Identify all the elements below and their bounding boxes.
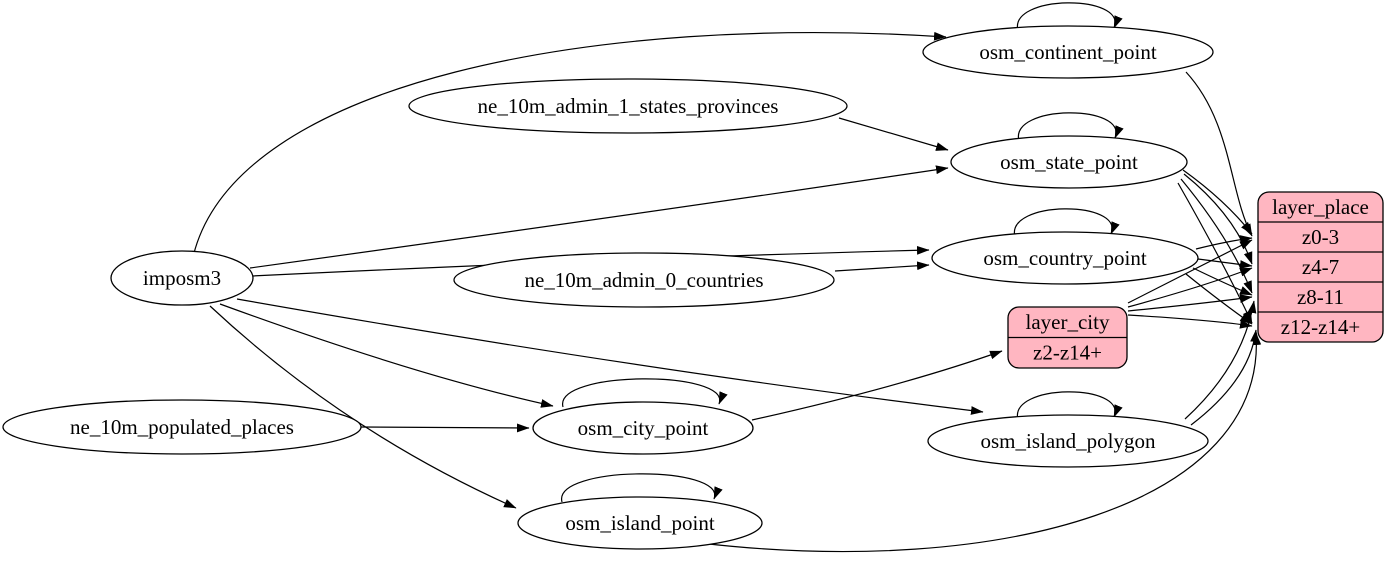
edge-ne_10m_admin_1_states_provinces-osm_state_point — [838, 117, 949, 151]
edge-osm_country_point-self-loop — [1014, 208, 1120, 238]
edge-imposm3-osm_continent_point — [192, 31, 947, 258]
osm_city_point-label: osm_city_point — [578, 416, 709, 440]
edge-osm_country_point-layer_place-z12-z14+ — [1185, 273, 1253, 325]
node-ne_10m_admin_1_states_provinces: ne_10m_admin_1_states_provinces — [408, 78, 848, 134]
node-osm_city_point: osm_city_point — [532, 378, 754, 455]
node-osm_island_point: osm_island_point — [517, 473, 763, 550]
edge-osm_state_point-layer_place-z4-7 — [1183, 173, 1253, 265]
osm_island_polygon-label: osm_island_polygon — [980, 429, 1156, 453]
edge-imposm3-osm_island_polygon — [236, 298, 984, 415]
osm_state_point-label: osm_state_point — [1000, 150, 1138, 174]
record-layer_city: layer_city z2-z14+ — [1007, 306, 1128, 369]
node-imposm3: imposm3 — [110, 250, 254, 306]
edge-osm_city_point-self-loop — [562, 378, 728, 408]
edge-osm_city_point-layer_city-z2-z14+ — [751, 350, 1003, 421]
edge-osm_country_point-layer_place-z4-7 — [1197, 258, 1253, 269]
layer_place-row-z0-3: z0-3 — [1302, 225, 1339, 249]
edge-layer_city-layer_place-z8-11 — [1127, 294, 1253, 312]
edge-layer_city-layer_place-z12-z14+ — [1127, 314, 1253, 329]
layer_city-row-header: layer_city — [1026, 310, 1110, 334]
node-ne_10m_admin_0_countries: ne_10m_admin_0_countries — [453, 252, 835, 308]
edge-imposm3-osm_state_point — [249, 165, 949, 269]
edges-layer — [192, 31, 1262, 553]
layer_place-row-z8-11: z8-11 — [1297, 285, 1344, 309]
layer_place-row-z12-z14+: z12-z14+ — [1281, 315, 1360, 339]
edge-osm_island_polygon-self-loop — [1017, 391, 1123, 421]
edge-osm_country_point-layer_place-z0-3 — [1195, 235, 1253, 250]
node-osm_continent_point: osm_continent_point — [922, 2, 1214, 79]
osm_island_polygon-ellipse — [927, 414, 1209, 468]
osm_country_point-ellipse — [931, 231, 1199, 285]
ne_10m_admin_0_countries-label: ne_10m_admin_0_countries — [524, 268, 763, 292]
edge-layer_city-layer_place-z0-3 — [1127, 239, 1253, 304]
imposm3-ellipse — [110, 250, 254, 306]
edge-layer_city-layer_place-z4-7 — [1127, 267, 1253, 308]
edge-osm_continent_point-layer_place-z0-3 — [1185, 71, 1253, 237]
osm_state_point-ellipse — [950, 135, 1188, 189]
edge-osm_island_point-layer_place-z12-z14+ — [699, 332, 1262, 553]
layer_place-row-header: layer_place — [1272, 195, 1369, 219]
ne_10m_admin_1_states_provinces-label: ne_10m_admin_1_states_provinces — [478, 94, 779, 118]
node-osm_state_point: osm_state_point — [950, 112, 1188, 189]
osm_island_point-ellipse — [517, 496, 763, 550]
record-layer_place: layer_place z0-3 z4-7 z8-11 z12-z14+ — [1257, 191, 1384, 343]
ne_10m_populated_places-ellipse — [2, 399, 362, 455]
edge-osm_island_polygon-layer_place-z12-z14+ — [1190, 329, 1259, 426]
edge-ne_10m_admin_0_countries-osm_country_point — [834, 261, 930, 272]
osm_country_point-label: osm_country_point — [983, 246, 1146, 270]
osm_continent_point-ellipse — [922, 25, 1214, 79]
layer_place-box — [1257, 191, 1384, 343]
osm_continent_point-label: osm_continent_point — [979, 40, 1156, 64]
ne_10m_admin_1_states_provinces-ellipse — [408, 78, 848, 134]
edge-osm_continent_point-self-loop — [1017, 2, 1123, 32]
edge-osm_state_point-self-loop — [1018, 112, 1124, 142]
edge-osm_island_polygon-layer_place-z8-11 — [1184, 300, 1257, 420]
node-ne_10m_populated_places: ne_10m_populated_places — [2, 399, 362, 455]
imposm3-label: imposm3 — [143, 266, 221, 290]
osm_island_point-label: osm_island_point — [565, 511, 715, 535]
layer_place-row-z4-7: z4-7 — [1302, 255, 1339, 279]
edge-osm_island_point-self-loop — [561, 473, 723, 503]
edge-imposm3-osm_city_point — [219, 303, 554, 408]
node-osm_island_polygon: osm_island_polygon — [927, 391, 1209, 468]
node-osm_country_point: osm_country_point — [931, 208, 1199, 285]
edge-osm_state_point-layer_place-z8-11 — [1180, 178, 1253, 294]
edge-osm_country_point-layer_place-z8-11 — [1192, 267, 1253, 296]
edge-osm_state_point-layer_place-z0-3 — [1182, 169, 1253, 235]
ne_10m_populated_places-label: ne_10m_populated_places — [70, 415, 294, 439]
osm_city_point-ellipse — [532, 401, 754, 455]
layer_city-row-z2-z14+: z2-z14+ — [1033, 341, 1102, 365]
ne_10m_admin_0_countries-ellipse — [453, 252, 835, 308]
edge-ne_10m_populated_places-osm_city_point — [360, 423, 530, 433]
